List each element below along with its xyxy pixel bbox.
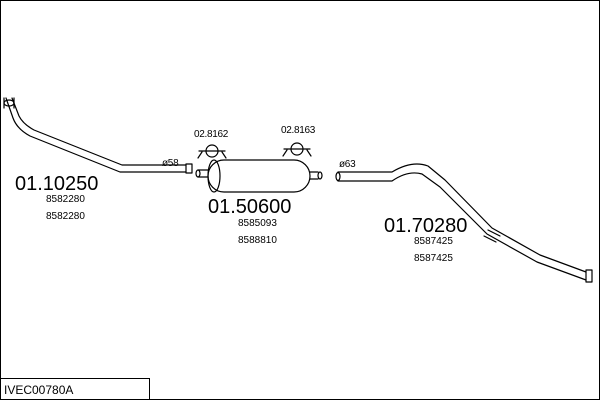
clamp-code: 02.8162 — [194, 129, 229, 140]
oe-number: 8582280 — [46, 211, 85, 222]
part-code-front-pipe: 01.10250 — [15, 173, 99, 195]
diameter-label: ø63 — [339, 159, 356, 170]
part-code-middle-silencer: 01.50600 — [208, 196, 292, 218]
part-code-rear-pipe: 01.70280 — [384, 215, 468, 237]
front-pipe — [3, 97, 193, 174]
middle-silencer — [195, 159, 323, 193]
oe-number: 8582280 — [46, 194, 85, 205]
reference-box: IVEC00780A — [0, 378, 150, 399]
clamp-code: 02.8163 — [281, 125, 316, 136]
clamp-02-8163 — [282, 142, 312, 157]
clamp-02-8162 — [197, 144, 227, 159]
diameter-label: ø58 — [162, 158, 179, 169]
oe-number: 8585093 — [238, 218, 277, 229]
oe-number: 8587425 — [414, 253, 453, 264]
rear-pipe — [335, 163, 593, 283]
drawing-reference: IVEC00780A — [4, 383, 74, 397]
oe-number: 8587425 — [414, 236, 453, 247]
oe-number: 8588810 — [238, 235, 277, 246]
